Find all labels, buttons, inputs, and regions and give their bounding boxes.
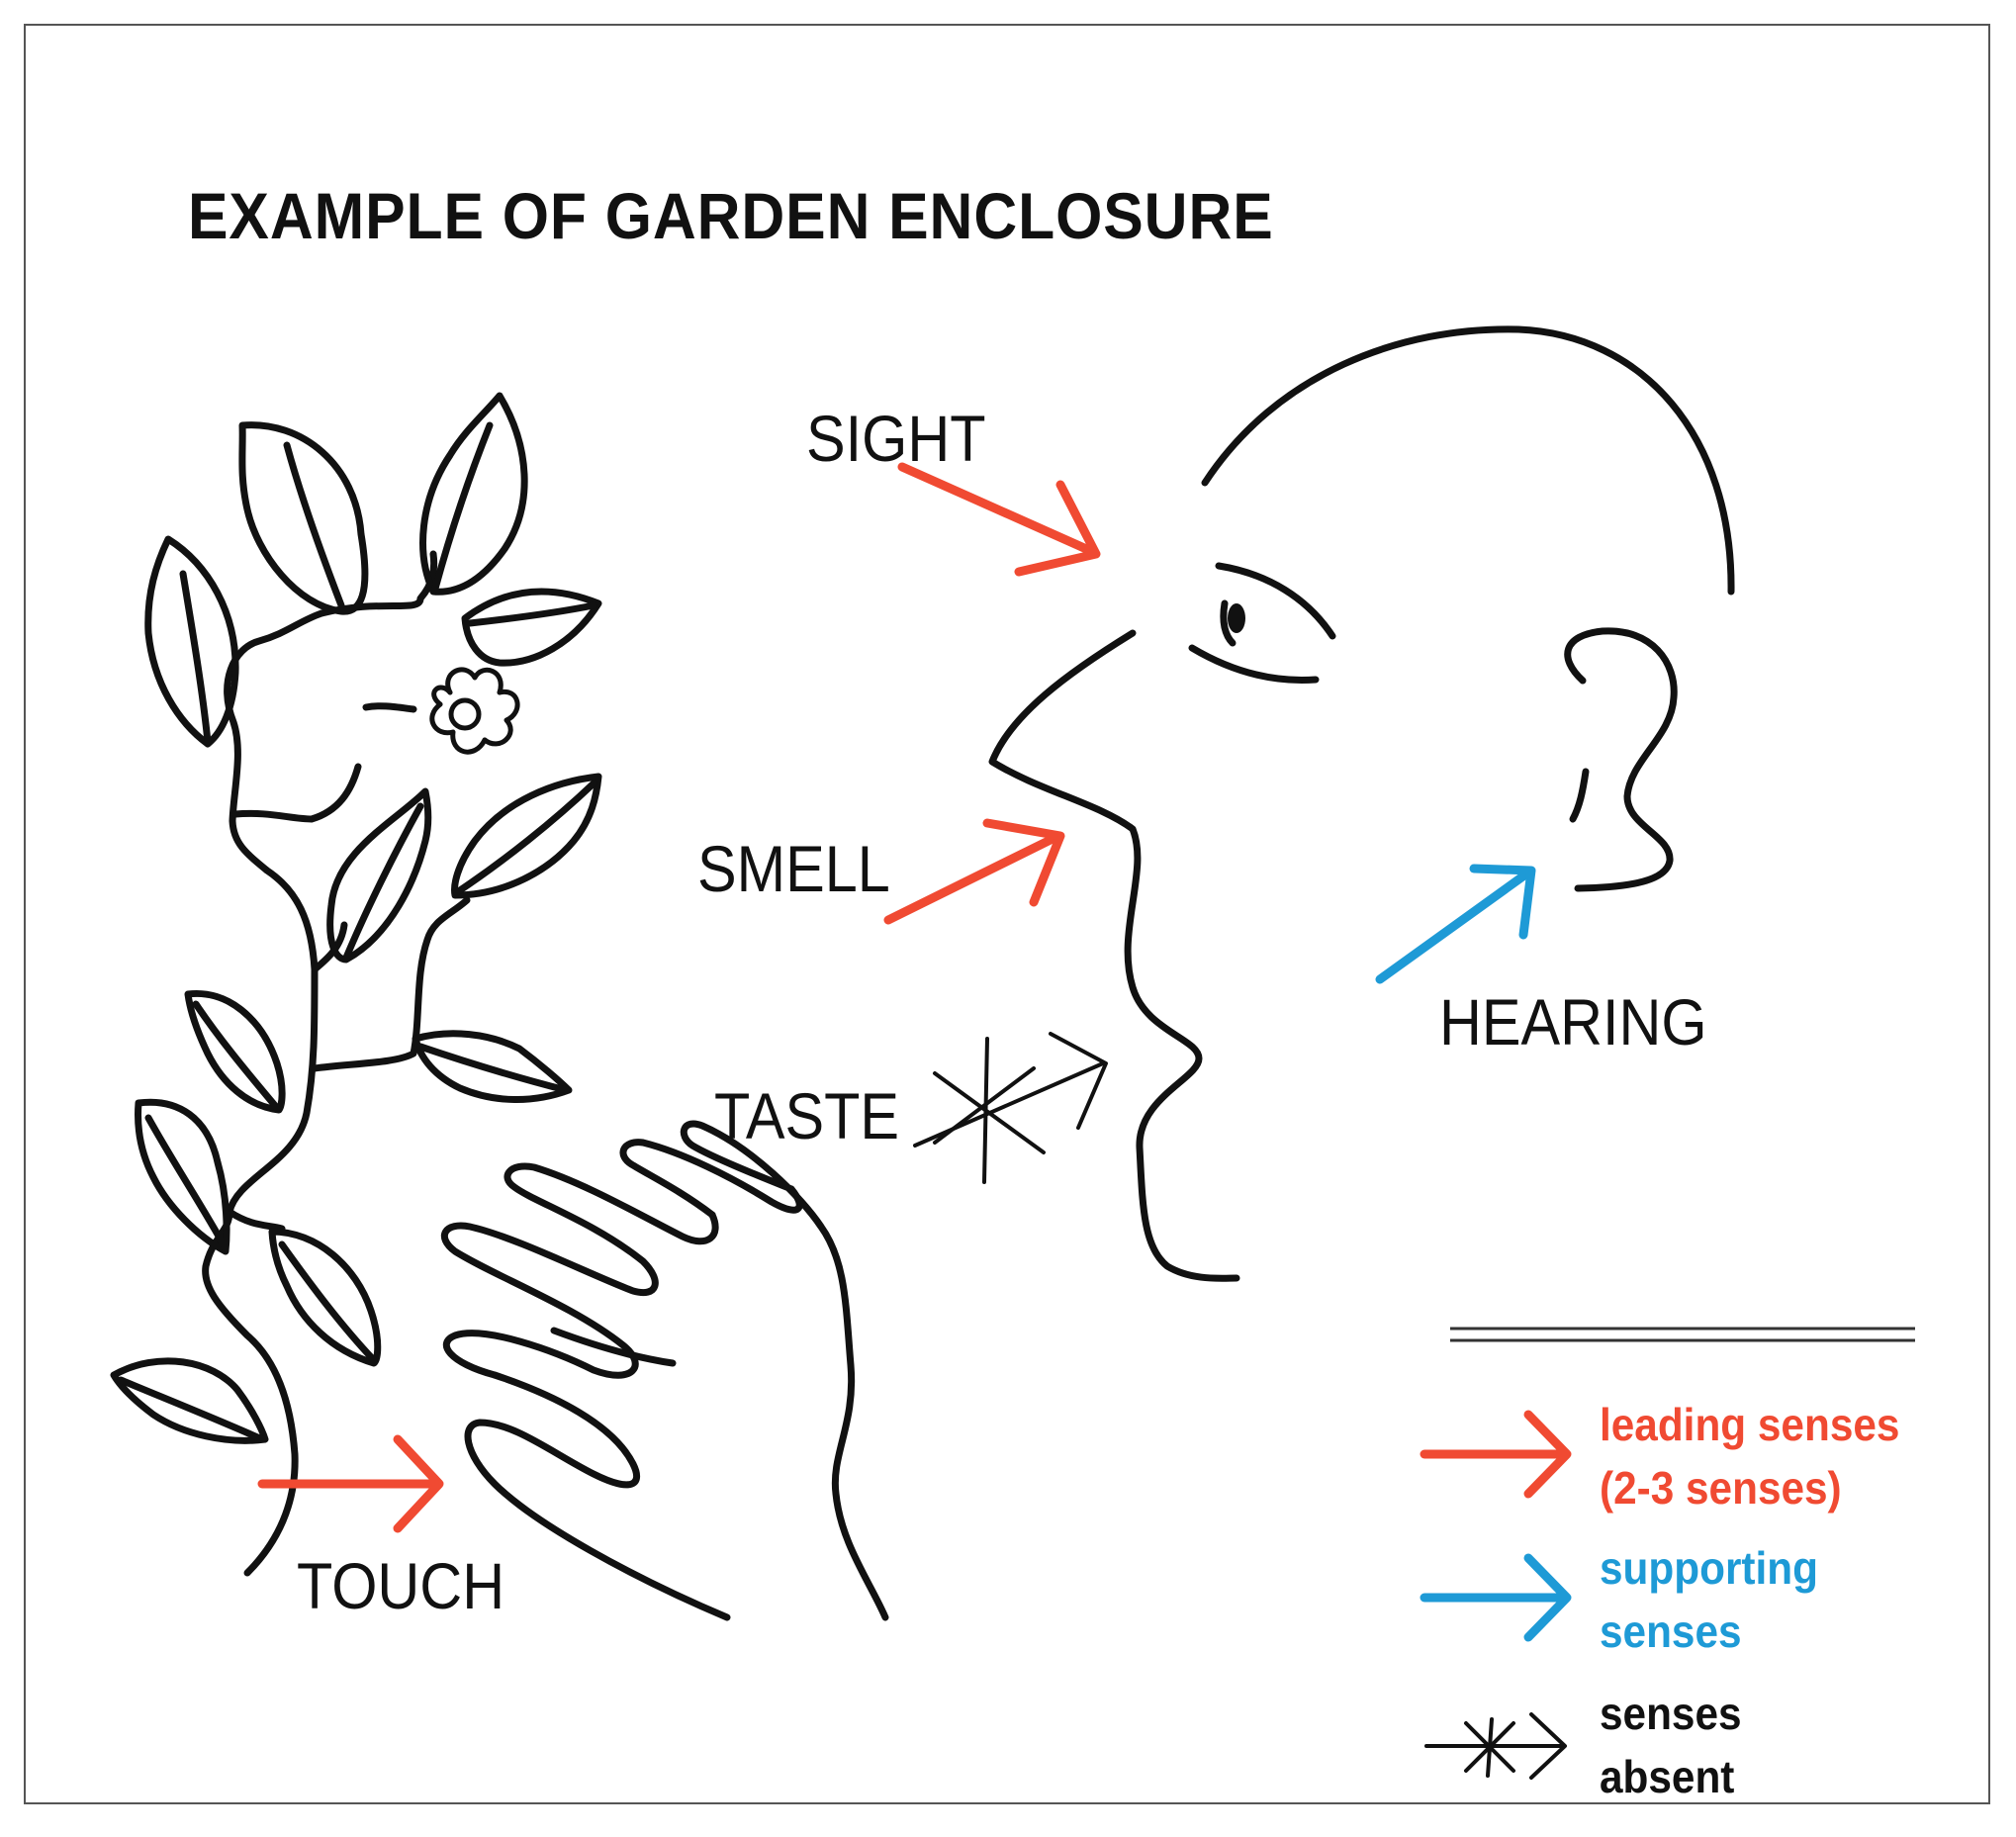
legend-leading-line2: (2-3 senses)	[1600, 1462, 1842, 1514]
legend-absent-line2: absent	[1600, 1751, 1735, 1802]
plant-leaf	[326, 787, 432, 964]
plant-leaf	[268, 1228, 382, 1367]
ear-inner	[1569, 768, 1590, 823]
sight-arrow	[897, 462, 1101, 577]
hand-finger-index	[440, 1162, 719, 1379]
plant-branch-left	[231, 763, 362, 823]
legend-leading-arrow	[1420, 1410, 1572, 1499]
plant-leaf	[419, 392, 528, 596]
eye-upper-lid	[1215, 562, 1336, 640]
smell-arrow	[883, 818, 1065, 925]
eye-lower-lid	[1188, 644, 1320, 684]
legend-absent-arrow	[1424, 1712, 1567, 1780]
plant-branch-right	[311, 896, 471, 1072]
head-profile-outline	[988, 629, 1240, 1282]
eye-rear	[1220, 599, 1237, 647]
plant-leaf	[461, 588, 602, 667]
plant-leaf	[184, 989, 286, 1114]
taste-absent-arrow	[913, 1032, 1108, 1184]
hand-finger-outer	[680, 1120, 889, 1621]
touch-arrow	[257, 1434, 444, 1533]
ear-outer	[1564, 627, 1678, 892]
legend-supporting-line2: senses	[1600, 1606, 1742, 1657]
hand-drawing	[440, 1120, 889, 1621]
figure-frame	[24, 24, 1990, 1804]
legend-divider	[1450, 1327, 1915, 1342]
legend-supporting-arrow	[1420, 1553, 1572, 1642]
pupil	[1228, 603, 1245, 633]
diagram-title: EXAMPLE OF GARDEN ENCLOSURE	[188, 179, 1274, 252]
head-skull-outline	[1201, 325, 1735, 596]
plant-leaf	[412, 1030, 573, 1103]
legend-supporting-text: supporting senses	[1600, 1536, 1818, 1663]
plant-branch-flower	[362, 702, 417, 713]
head-drawing	[988, 325, 1735, 1282]
label-sight: SIGHT	[806, 402, 986, 475]
hearing-arrow	[1375, 864, 1536, 984]
legend-leading-line1: leading senses	[1600, 1399, 1900, 1450]
plant-upper-stem	[318, 550, 438, 617]
hand-palm-inner	[550, 1327, 677, 1367]
legend-absent-text: senses absent	[1600, 1682, 1742, 1808]
legend-leading-text: leading senses (2-3 senses)	[1600, 1393, 1899, 1519]
legend-absent-line1: senses	[1600, 1688, 1742, 1739]
plant-leaf	[135, 1098, 230, 1255]
legend-supporting-line1: supporting	[1600, 1542, 1818, 1594]
plant-leaf	[238, 421, 369, 615]
hand-thumb	[464, 1371, 731, 1621]
plant-leaf	[451, 773, 602, 899]
hand-finger-middle	[619, 1139, 803, 1219]
label-taste: TASTE	[714, 1079, 900, 1152]
flower	[429, 667, 520, 755]
label-touch: TOUCH	[297, 1549, 505, 1622]
plant-main-stem	[202, 609, 325, 1577]
plant-drawing	[110, 392, 602, 1577]
label-hearing: HEARING	[1439, 985, 1707, 1058]
plant-branch-lower	[226, 1208, 286, 1233]
label-smell: SMELL	[697, 832, 890, 905]
plant-leaf	[110, 1357, 269, 1444]
plant-leaf	[144, 535, 239, 748]
